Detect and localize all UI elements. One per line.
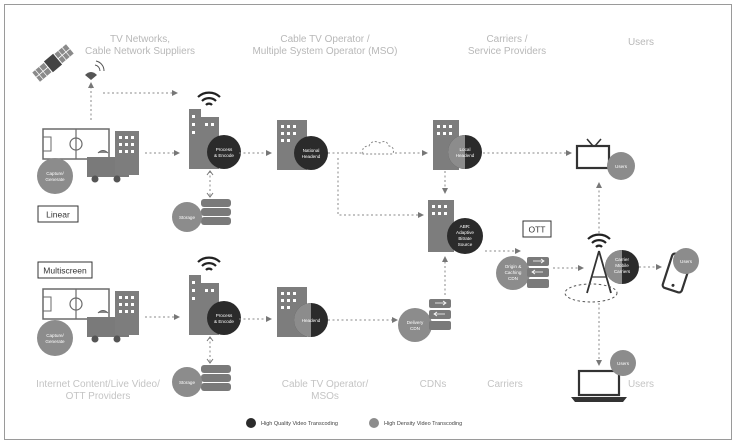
process-encode-node-bottom xyxy=(207,301,241,335)
users-laptop-node xyxy=(610,350,636,376)
sports-field-icon-bottom xyxy=(42,288,110,320)
headend-half xyxy=(294,303,311,337)
local-headend-line1: Local xyxy=(460,147,471,152)
legend-high-quality: High Quality Video Transcoding xyxy=(261,421,338,427)
carrier-mobile-line2: Mobile xyxy=(615,263,629,268)
bottom-header-cdns: CDNs xyxy=(420,379,447,390)
legend-swatch-high-density xyxy=(369,418,379,428)
capture-node-bottom xyxy=(37,320,73,356)
capture-bottom-line2: Generate xyxy=(45,339,65,344)
cdn-switch-icon-origin xyxy=(527,257,549,288)
storage-node-top xyxy=(172,202,202,232)
legend-high-density: High Density Video Transcoding xyxy=(384,421,462,427)
coverage-ring xyxy=(564,283,618,303)
storage-node-bottom xyxy=(172,367,202,397)
local-headend-half xyxy=(448,135,465,169)
header-cable-operator-line1: Cable TV Operator / xyxy=(280,34,370,45)
sports-field-icon-top xyxy=(42,128,110,160)
wifi-icon-bottom xyxy=(197,256,221,271)
origin-cdn-line1: Origin & xyxy=(505,264,522,269)
abr-line4: Source xyxy=(458,242,473,247)
delivery-cdn-node xyxy=(398,308,432,342)
video-delivery-diagram: TV Networks, Cable Network Suppliers Cab… xyxy=(32,34,699,428)
origin-cdn-line3: CDN xyxy=(508,276,518,281)
bottom-header-internet-line2: OTT Providers xyxy=(66,391,131,402)
delivery-cdn-line1: Delivery xyxy=(407,320,424,325)
building-icon-top-left xyxy=(115,131,139,175)
header-carriers-line1: Carriers / xyxy=(486,34,527,45)
origin-cdn-line2: Caching xyxy=(505,270,522,275)
storage-icon-top xyxy=(201,199,231,225)
cdn-switch-icon-delivery xyxy=(429,299,451,330)
capture-bottom-line1: Capture/ xyxy=(46,333,64,338)
storage-icon-bottom xyxy=(201,365,231,391)
users-phone-node xyxy=(673,248,699,274)
bottom-header-carriers: Carriers xyxy=(487,379,523,390)
abr-line1: ABR: xyxy=(460,224,471,229)
cell-tower-icon xyxy=(586,250,612,294)
linear-box xyxy=(37,205,79,223)
diagram-frame: TV Networks, Cable Network Suppliers Cab… xyxy=(4,4,732,440)
laptop-icon xyxy=(571,369,627,402)
users-tv-node xyxy=(607,152,635,180)
header-cable-operator-line2: Multiple System Operator (MSO) xyxy=(252,46,397,57)
headend-label: Headend xyxy=(302,318,321,323)
process-bottom-line2: & Encode xyxy=(214,319,234,324)
carrier-mobile-line3: Carriers xyxy=(614,269,631,274)
abr-node xyxy=(447,218,483,254)
storage-top-label: Storage xyxy=(179,215,196,220)
multiscreen-label: Multiscreen xyxy=(43,266,87,276)
national-headend-line2: Headend xyxy=(302,154,321,159)
header-carriers-line2: Service Providers xyxy=(468,46,546,57)
ott-label: OTT xyxy=(529,225,546,235)
national-headend-line1: National xyxy=(303,148,320,153)
users-tv-label: Users xyxy=(615,164,628,169)
bottom-header-internet-line1: Internet Content/Live Video/ xyxy=(36,379,160,390)
cloud-icon xyxy=(362,141,394,155)
building-icon-bottom-left xyxy=(115,291,139,335)
wifi-icon-top xyxy=(197,91,221,106)
national-headend-node xyxy=(294,136,328,170)
arrow-national-to-abr xyxy=(337,158,424,218)
satellite-dish-icon xyxy=(85,60,105,80)
abr-line3: Bitrate xyxy=(458,236,472,241)
carrier-mobile-line1: Carrier xyxy=(615,257,630,262)
bottom-header-users: Users xyxy=(628,379,654,390)
satellite-icon xyxy=(32,44,74,82)
header-tv-networks-line1: TV Networks, xyxy=(110,34,170,45)
process-top-line2: & Encode xyxy=(214,153,234,158)
bottom-header-cable-line2: MSOs xyxy=(311,391,339,402)
local-headend-line2: Headend xyxy=(456,153,475,158)
linear-label: Linear xyxy=(46,210,70,220)
multiscreen-box xyxy=(37,261,93,279)
ott-box xyxy=(522,220,552,238)
users-laptop-label: Users xyxy=(617,361,630,366)
header-tv-networks-line2: Cable Network Suppliers xyxy=(85,46,195,57)
legend-swatch-high-quality xyxy=(246,418,256,428)
abr-line2: Adaptive xyxy=(456,230,474,235)
carrier-mobile-half xyxy=(605,250,622,284)
capture-top-line1: Capture/ xyxy=(46,171,64,176)
capture-node-top xyxy=(37,158,73,194)
capture-top-line2: Generate xyxy=(45,177,65,182)
header-users: Users xyxy=(628,37,654,48)
process-top-line1: Process xyxy=(216,147,233,152)
tv-icon xyxy=(575,138,611,170)
users-phone-label: Users xyxy=(680,259,693,264)
process-bottom-line1: Process xyxy=(216,313,233,318)
bottom-header-cable-line1: Cable TV Operator/ xyxy=(282,379,369,390)
storage-bottom-label: Storage xyxy=(179,380,196,385)
wifi-icon-tower xyxy=(587,233,611,248)
origin-cdn-node xyxy=(496,256,530,290)
process-encode-node-top xyxy=(207,135,241,169)
delivery-cdn-line2: CDN xyxy=(410,326,420,331)
